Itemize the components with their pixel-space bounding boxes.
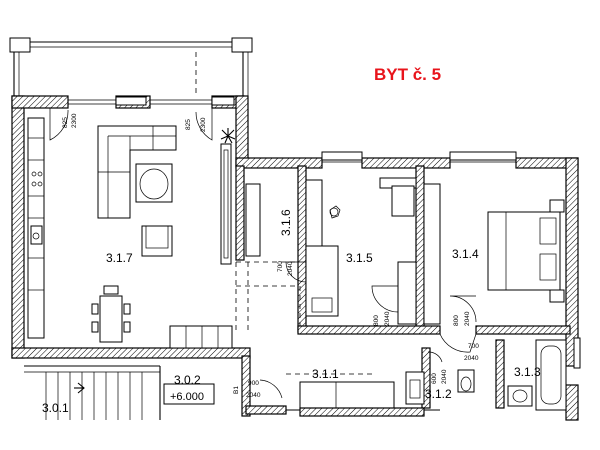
dim-win-right-b: 2300 (200, 117, 207, 132)
elevation-label: +6.000 (170, 391, 204, 403)
dashed-partitions (235, 261, 374, 375)
living-furniture (27, 117, 236, 349)
apartment-title: BYT č. 5 (374, 65, 441, 84)
wardrobe-316 (245, 183, 261, 257)
labels: BYT č. 5 3.1.7 3.1.6 3.1.5 3.1.4 3.1.1 3… (42, 65, 541, 415)
dim-door-entry-a: 900 (248, 380, 259, 387)
dim-door-entry-b: 2040 (246, 392, 261, 399)
room-label-301: 3.0.1 (42, 401, 69, 415)
room-label-302: 3.0.2 (174, 373, 201, 387)
room-label-312: 3.1.2 (425, 387, 452, 401)
dim-win-left-a: 825 (62, 117, 69, 128)
dim-win-right-a: 825 (185, 119, 192, 130)
hallway (245, 381, 440, 417)
dim-door-315-a: 800 (373, 315, 380, 326)
room-label-316: 3.1.6 (279, 209, 293, 236)
room-315-furniture (305, 177, 417, 325)
stair-label: B1 (233, 386, 240, 394)
dim-door-316-a: 700 (277, 261, 284, 272)
room-314-furniture (423, 183, 565, 325)
door-swings (49, 108, 477, 399)
room-label-315: 3.1.5 (346, 251, 373, 265)
room-label-317: 3.1.7 (106, 251, 133, 265)
dim-win-left-b: 2300 (71, 113, 78, 128)
room-label-314: 3.1.4 (452, 247, 479, 261)
dim-door-bath-b: 2040 (464, 355, 479, 362)
room-label-311: 3.1.1 (312, 367, 339, 381)
dim-door-315-b: 2040 (384, 311, 391, 326)
dim-door-wc-a: 600 (431, 373, 438, 384)
dim-door-314-a: 800 (453, 315, 460, 326)
room-label-313: 3.1.3 (514, 365, 541, 379)
dim-door-bath-a: 700 (468, 343, 479, 350)
windows (68, 96, 517, 163)
dim-door-314-b: 2040 (464, 311, 471, 326)
dim-door-wc-b: 2040 (441, 369, 448, 384)
dim-door-316-b: 2040 (287, 261, 294, 276)
bathroom-fixtures (405, 337, 581, 411)
balcony (9, 37, 253, 96)
staircase (24, 365, 215, 420)
